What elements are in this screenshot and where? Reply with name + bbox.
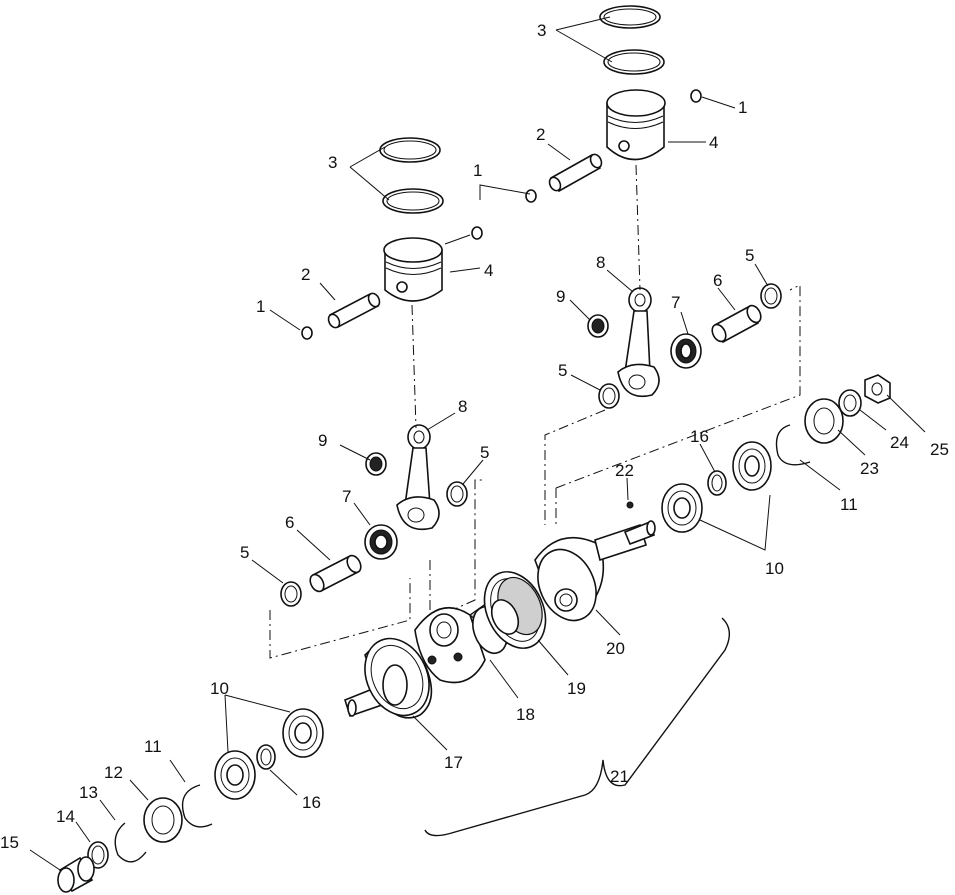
label-2-left: 2 [301,265,310,284]
left-connecting-rod [396,424,440,530]
right-piston [606,89,666,161]
label-11-left: 11 [144,737,162,756]
label-13: 13 [79,783,98,802]
label-23: 23 [860,459,879,478]
label-5-right-upper: 5 [745,246,754,265]
label-24: 24 [890,433,909,452]
left-crank-pin [309,554,362,593]
label-7-right: 7 [671,293,680,312]
label-6-left: 6 [285,513,294,532]
left-circlip-lower [301,326,313,340]
crank-nut [864,374,891,404]
left-main-bearing-outer [214,750,256,800]
label-5-left-lower: 5 [240,543,249,562]
label-21: 21 [610,767,629,786]
left-piston [383,237,443,302]
label-8-left: 8 [458,397,467,416]
label-10-left: 10 [210,679,229,698]
label-7-left: 7 [342,487,351,506]
label-11-right: 11 [840,495,858,514]
label-20: 20 [606,639,625,658]
crankshaft-right-flywheel [534,501,656,622]
right-circlip-lower [525,189,537,203]
right-circlip-upper [690,89,702,103]
label-8-right: 8 [596,253,605,272]
label-5-right-lower: 5 [558,361,567,380]
label-3-right: 3 [537,21,546,40]
left-end-bushing [57,856,95,893]
right-connecting-rod [617,287,660,397]
crankshaft-assembly-bracket [424,617,730,837]
right-piston-ring-top [599,5,661,29]
label-18: 18 [516,705,535,724]
label-15: 15 [0,833,19,852]
right-small-end-bearing [587,314,609,338]
part-number-labels: 3 4 2 1 1 8 9 5 7 6 5 3 1 2 4 5 8 6 9 7 … [0,21,949,852]
label-1-right: 1 [738,98,747,117]
label-25: 25 [930,440,949,459]
right-big-end-bearing [670,333,702,369]
left-big-end-bearing [364,524,398,560]
label-12: 12 [104,763,123,782]
right-snap-ring [775,424,811,466]
right-main-bearing-outer [732,441,772,491]
right-piston-pin [548,153,603,193]
leader-lines [29,16,926,871]
right-lock-washer [838,389,862,417]
label-4-right: 4 [709,133,718,152]
right-thrust-washer-upper [760,283,782,309]
right-piston-ring-bottom [603,49,665,75]
label-4-left: 4 [484,261,493,280]
woodruff-key [626,501,634,509]
label-10-right: 10 [765,559,784,578]
label-9-right: 9 [556,287,565,306]
right-main-bearing-inner [661,483,703,533]
left-circlip-13 [114,822,147,863]
label-19: 19 [567,679,586,698]
label-9-left: 9 [318,431,327,450]
alignment-lines [269,164,801,659]
right-crank-pin [711,304,762,344]
left-small-end-bearing [365,452,387,476]
left-circlip-upper [471,226,483,240]
left-piston-pin [327,292,381,329]
crankshaft-center-seal [483,571,547,649]
left-thrust-washer-upper [446,481,468,507]
label-17: 17 [444,753,463,772]
left-oil-seal [143,797,183,843]
label-14: 14 [56,807,75,826]
label-2-right: 2 [536,125,545,144]
left-piston-ring-top [379,137,441,163]
right-oil-seal [804,398,844,444]
label-1-left-lower: 1 [256,297,265,316]
label-6-right: 6 [713,271,722,290]
label-3-left: 3 [328,153,337,172]
label-22: 22 [615,461,634,480]
left-thrust-washer-lower [280,581,302,607]
label-16-left: 16 [302,793,321,812]
left-main-bearing-inner [282,708,324,758]
right-thrust-washer-lower [598,383,620,409]
crankshaft-left-flywheel [344,637,433,719]
left-seal-ring-16 [256,744,276,770]
left-snap-ring [181,784,213,828]
right-seal-ring-16 [707,470,727,496]
label-1-center: 1 [473,161,482,180]
label-16-right: 16 [690,427,709,446]
label-5-left-upper: 5 [480,443,489,462]
left-piston-ring-bottom [382,188,444,214]
